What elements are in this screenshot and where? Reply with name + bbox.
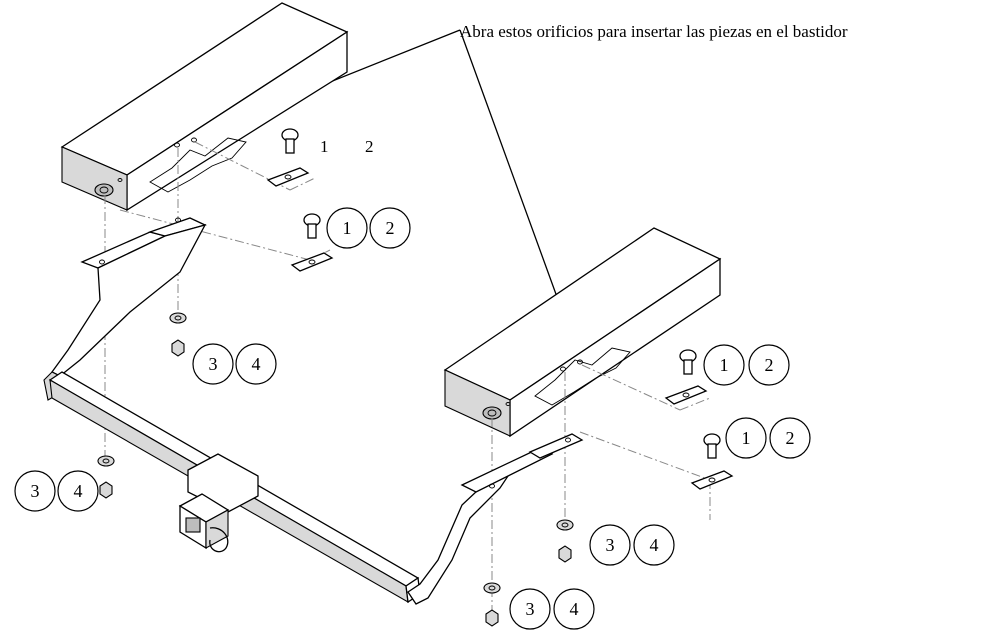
callout-circle-3d	[509, 588, 551, 630]
spacer-plate-1	[266, 167, 310, 187]
left-rail-hole-b	[191, 137, 197, 143]
carriage-bolt-3-shank	[683, 359, 693, 375]
callout-circle-1c	[725, 417, 767, 459]
callout-num-2b: 2	[765, 355, 774, 375]
align-line-11	[579, 431, 711, 481]
callout-num-1a: 1	[343, 218, 352, 238]
spacer-plate-4	[690, 470, 734, 490]
callout-circle-2b	[748, 344, 790, 386]
plain-label-2: 2	[365, 137, 374, 156]
left-frame-rail	[60, 2, 349, 212]
washer-4-hole	[488, 585, 496, 591]
callout-circle-3a	[192, 343, 234, 385]
callout-circle-2a	[369, 207, 411, 249]
callout-num-2c: 2	[786, 428, 795, 448]
align-line-3	[289, 177, 316, 191]
align-line-9	[679, 397, 711, 411]
callout-text: Abra estos orificios para insertar las p…	[460, 22, 848, 41]
left-bracket-hole-a	[99, 259, 105, 265]
nut-2	[99, 481, 113, 499]
callout-num-1b: 1	[720, 355, 729, 375]
washer-1-hole	[174, 315, 182, 321]
callout-circle-4a	[235, 343, 277, 385]
left-rail-hole-a	[174, 142, 180, 148]
callout-num-4c: 4	[650, 535, 659, 555]
hitch-assembly	[43, 217, 584, 605]
hardware-right-upper	[664, 349, 734, 490]
spacer-plate-3-hole	[682, 392, 690, 398]
plain-labels: 1 2	[320, 137, 374, 156]
callout-num-3d: 3	[526, 599, 535, 619]
carriage-bolt-2-shank	[307, 223, 317, 239]
nut-1	[171, 339, 185, 357]
spacer-plate-1-hole	[284, 174, 292, 180]
callout-num-4b: 4	[74, 481, 83, 501]
washer-2	[97, 455, 115, 467]
left-bracket-hole-b	[175, 217, 181, 223]
callout-circle-3b	[14, 470, 56, 512]
callout-circle-4b	[57, 470, 99, 512]
callout-num-1c: 1	[742, 428, 751, 448]
safety-chain-loop	[209, 527, 229, 553]
align-line-8	[581, 364, 681, 411]
right-rail-end-hole-inner	[487, 409, 497, 417]
right-bracket-flange-top	[528, 433, 584, 459]
callout-num-3c: 3	[606, 535, 615, 555]
washers-and-nuts	[97, 312, 574, 627]
right-rail-hole-a	[560, 366, 566, 372]
right-bracket-flange	[460, 447, 554, 493]
nut-4	[485, 609, 499, 627]
right-rail-end-face	[444, 369, 511, 437]
spacer-plate-2-hole	[308, 259, 316, 265]
right-rail-end-hole	[482, 406, 502, 420]
left-rail-end-hole-inner	[99, 186, 109, 194]
receiver-tube-face	[205, 509, 229, 549]
washer-4	[483, 582, 501, 594]
carriage-bolt-1-shank	[285, 138, 295, 154]
callout-circle-4c	[633, 524, 675, 566]
hardware-left-upper	[266, 128, 334, 272]
right-frame-rail	[443, 227, 722, 438]
left-rail-end-hole	[94, 183, 114, 197]
callout-circle-1b	[703, 344, 745, 386]
callout-num-4a: 4	[252, 354, 261, 374]
right-rail-cutaway	[534, 347, 631, 406]
washer-3-hole	[561, 522, 569, 528]
plain-label-1: 1	[320, 137, 329, 156]
left-bracket-arm	[51, 223, 207, 377]
callout-num-4d: 4	[570, 599, 579, 619]
callout-num-3b: 3	[31, 481, 40, 501]
right-rail-hole-b	[577, 359, 583, 365]
spacer-plate-4-hole	[708, 477, 716, 483]
carriage-bolt-4-shank	[707, 443, 717, 459]
left-rail-hole-c	[117, 178, 123, 182]
align-line-5	[119, 209, 311, 261]
right-bracket-hole-b	[565, 437, 571, 443]
right-rail-hole-c	[505, 402, 511, 406]
callout-num-3a: 3	[209, 354, 218, 374]
callout-circle-1a	[326, 207, 368, 249]
left-rail-cutaway	[149, 137, 247, 193]
spacer-plate-2	[290, 252, 334, 272]
nut-3	[558, 545, 572, 563]
washer-2-hole	[102, 458, 110, 464]
receiver-opening	[185, 517, 201, 533]
washer-1	[169, 312, 187, 324]
circled-labels: 1 2 3 4 1 2 1 2 3 4 3 4 3 4	[14, 207, 811, 630]
callout-circle-2c	[769, 417, 811, 459]
callout-circle-3c	[589, 524, 631, 566]
right-bracket-hole-a	[489, 483, 495, 489]
callout-circle-4d	[553, 588, 595, 630]
callout-num-2a: 2	[386, 218, 395, 238]
spacer-plate-3	[664, 385, 708, 405]
washer-3	[556, 519, 574, 531]
